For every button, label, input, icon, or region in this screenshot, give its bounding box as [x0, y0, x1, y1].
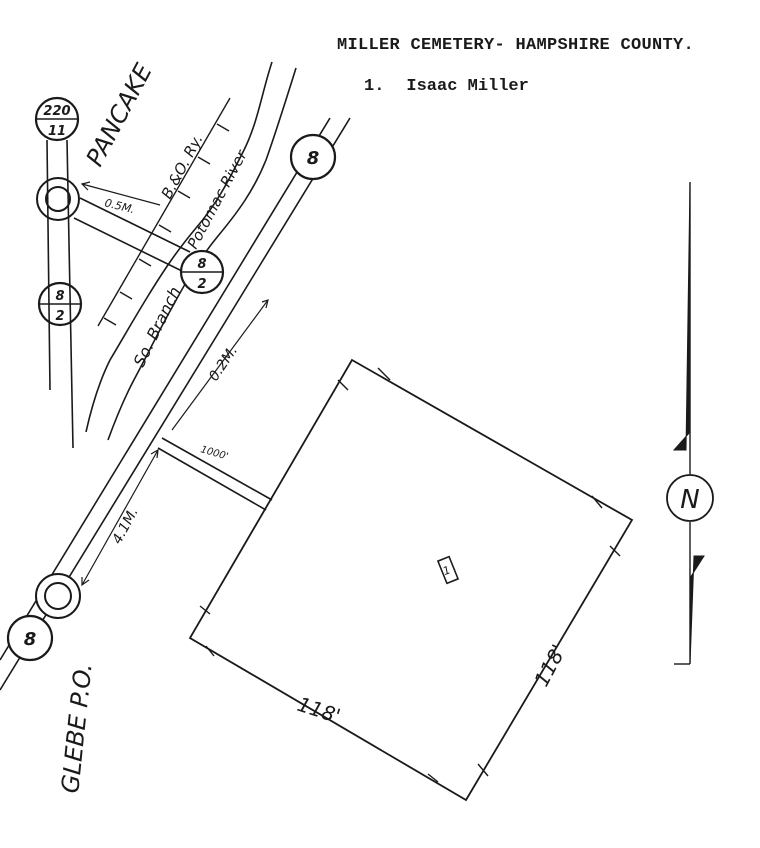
burial-number: 1.: [364, 77, 385, 96]
burial-list-item: 1. Isaac Miller: [364, 77, 529, 96]
route-8-lower-number: 8: [24, 629, 37, 650]
pancake-label: PANCAKE: [81, 58, 159, 171]
railroad-line: [97, 97, 231, 327]
route-11-number: 11: [48, 124, 66, 139]
map-title: MILLER CEMETERY- HAMPSHIRE COUNTY.: [337, 36, 695, 55]
burial-name: Isaac Miller: [406, 77, 529, 96]
grave-marker: [436, 555, 460, 585]
route-8-left-number: 8: [55, 289, 64, 304]
railroad-label: B.&O. Ry.: [158, 131, 207, 202]
north-arrow: N: [666, 181, 714, 665]
route-8-shield-lower: 8: [6, 614, 54, 662]
junction-distance-label: 0.2M.: [206, 343, 241, 384]
route-2-left-number: 2: [55, 309, 64, 324]
cemetery-lane: [157, 437, 273, 511]
glebe-distance-label: 4.1M.: [109, 505, 141, 547]
plot-side-south-label: 118': [294, 692, 343, 728]
glebe-town-marker: [35, 573, 81, 619]
lane-length-label: 1000': [199, 444, 229, 462]
pancake-town-marker: [36, 177, 80, 221]
route-8-upper-number: 8: [307, 148, 320, 169]
branch-label: So. Branch: [130, 284, 185, 370]
route-220-number: 220: [43, 104, 70, 119]
distance-arrows: [80, 181, 269, 587]
north-label: N: [680, 485, 699, 515]
glebe-label: GLEBE P.O.: [56, 662, 98, 795]
route-8-shield-upper: 8: [289, 133, 337, 181]
pancake-distance-label: 0.5M.: [103, 196, 136, 216]
route-8-2-shield-left: 8 2: [37, 281, 83, 327]
route-220-11-shield: 220 11: [34, 96, 80, 142]
grave-label: 1: [441, 563, 452, 578]
route-8-junction-number: 8: [197, 257, 206, 272]
cemetery-plot: 1: [188, 358, 634, 802]
route-2-junction-number: 2: [197, 277, 206, 292]
route-8-2-shield-junction: 8 2: [179, 249, 225, 295]
connector-road: [73, 197, 191, 273]
plot-side-east-label: 118': [529, 641, 571, 691]
